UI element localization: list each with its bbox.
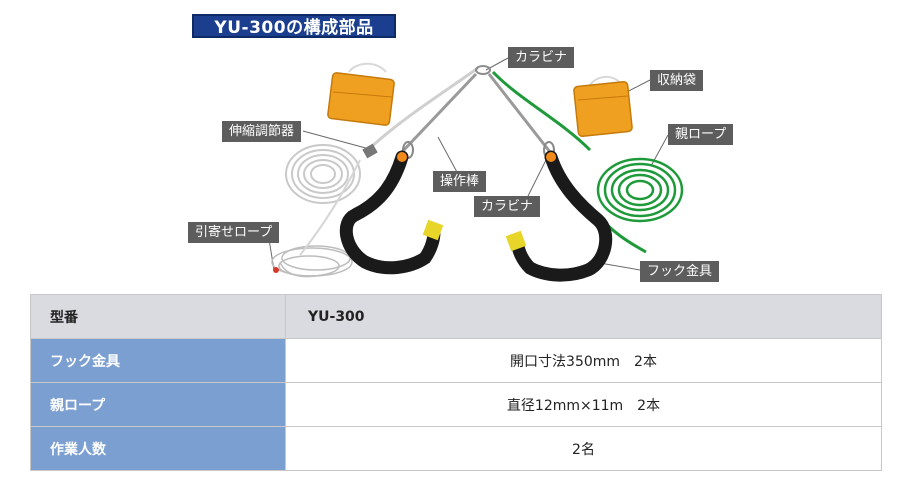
callout-adjuster: 伸縮調節器 — [222, 121, 302, 142]
callout-hook: フック金具 — [640, 261, 720, 282]
row-label-main-rope: 親ロープ — [30, 382, 286, 427]
callout-pull-rope: 引寄せロープ — [188, 222, 280, 243]
components-illustration — [267, 57, 684, 282]
callout-main-rope: 親ロープ — [668, 124, 734, 145]
storage-bag-right — [573, 75, 633, 138]
callout-operation-rod: 操作棒 — [433, 171, 487, 192]
white-rope-coil — [285, 144, 361, 204]
callout-carabiner-mid: カラビナ — [474, 196, 541, 217]
spec-table: 型番 YU-300 フック金具 開口寸法350mm 2本 親ロープ 直径12mm… — [30, 294, 882, 471]
storage-bag-left — [327, 62, 395, 126]
leader-line — [437, 136, 459, 175]
table-row: 作業人数 2名 — [30, 426, 882, 471]
table-row: 親ロープ 直径12mm×11m 2本 — [30, 382, 882, 427]
green-rope-coil — [596, 157, 684, 223]
header-value-cell: YU-300 — [285, 294, 882, 339]
section-title: YU-300の構成部品 — [192, 14, 396, 38]
callout-carabiner-top: カラビナ — [508, 47, 575, 68]
row-value-main-rope: 直径12mm×11m 2本 — [285, 382, 882, 427]
leader-line — [527, 159, 547, 197]
pull-rope-bundle — [271, 245, 353, 278]
row-label-workers: 作業人数 — [30, 426, 286, 471]
table-header-row: 型番 YU-300 — [30, 294, 882, 339]
row-value-workers: 2名 — [285, 426, 882, 471]
table-row: フック金具 開口寸法350mm 2本 — [30, 338, 882, 383]
row-value-hook: 開口寸法350mm 2本 — [285, 338, 882, 383]
row-label-hook: フック金具 — [30, 338, 286, 383]
header-label-cell: 型番 — [30, 294, 286, 339]
leader-line — [302, 130, 374, 151]
callout-storage-bag: 収納袋 — [650, 70, 704, 91]
